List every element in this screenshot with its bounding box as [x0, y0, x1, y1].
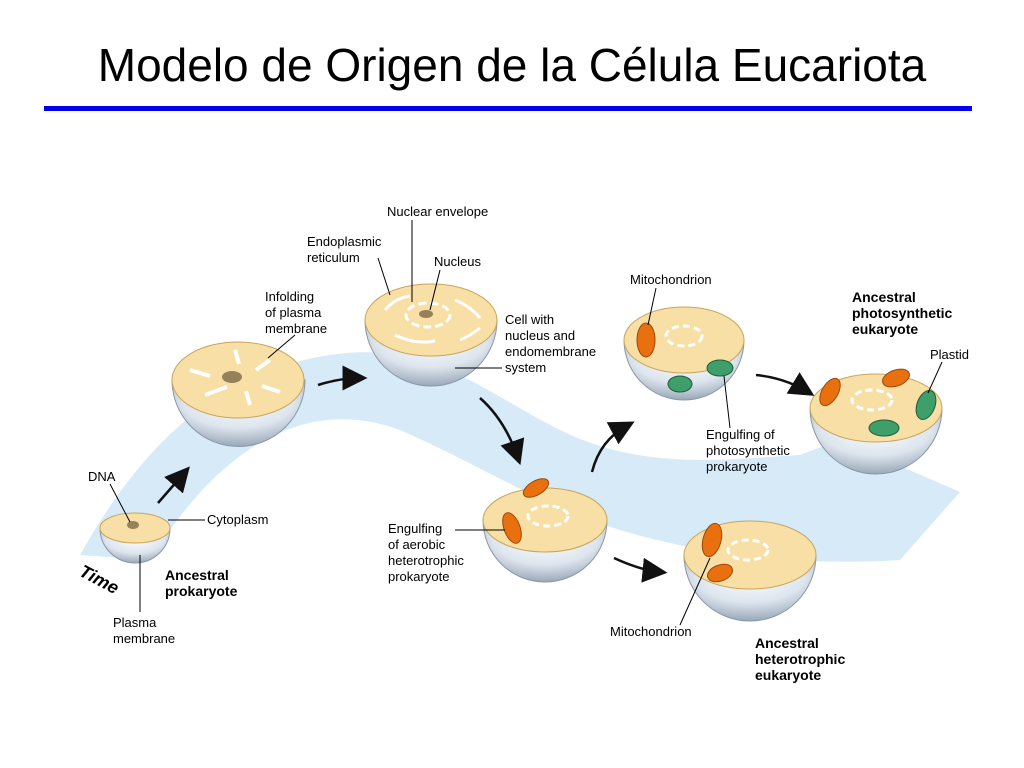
- label-cytoplasm: Cytoplasm: [207, 512, 268, 527]
- svg-text:Plasma: Plasma: [113, 615, 157, 630]
- svg-text:Endoplasmic: Endoplasmic: [307, 234, 382, 249]
- svg-text:heterotrophic: heterotrophic: [388, 553, 464, 568]
- time-label: Time: [76, 561, 122, 598]
- svg-text:Cell with: Cell with: [505, 312, 554, 327]
- label-plastid: Plastid: [930, 347, 969, 362]
- label-dna: DNA: [88, 469, 116, 484]
- infolding-cell: [171, 341, 306, 447]
- svg-text:membrane: membrane: [113, 631, 175, 646]
- label-nucleus: Nucleus: [434, 254, 481, 269]
- svg-text:reticulum: reticulum: [307, 250, 360, 265]
- label-infolding: Infolding of plasma membrane: [265, 289, 327, 336]
- svg-text:eukaryote: eukaryote: [852, 321, 918, 337]
- label-nuclear-envelope: Nuclear envelope: [387, 204, 488, 219]
- svg-text:endomembrane: endomembrane: [505, 344, 596, 359]
- svg-text:Ancestral: Ancestral: [755, 635, 819, 651]
- svg-text:membrane: membrane: [265, 321, 327, 336]
- svg-text:prokaryote: prokaryote: [165, 583, 238, 599]
- label-plasma-membrane: Plasma membrane: [113, 615, 175, 646]
- svg-text:photosynthetic: photosynthetic: [852, 305, 953, 321]
- svg-text:eukaryote: eukaryote: [755, 667, 821, 683]
- svg-text:of plasma: of plasma: [265, 305, 322, 320]
- process-arrows: [157, 365, 815, 583]
- label-cell-with-nucleus: Cell with nucleus and endomembrane syste…: [505, 312, 596, 375]
- svg-text:prokaryote: prokaryote: [706, 459, 767, 474]
- prokaryote-cell: [99, 512, 171, 564]
- label-ancestral-prokaryote: Ancestral prokaryote: [165, 567, 238, 599]
- title-underline: [44, 106, 972, 111]
- leader-lines: [109, 220, 943, 626]
- svg-text:Engulfing: Engulfing: [388, 521, 442, 536]
- svg-text:heterotrophic: heterotrophic: [755, 651, 845, 667]
- label-ancestral-heterotrophic: Ancestral heterotrophic eukaryote: [755, 635, 845, 683]
- label-engulfing-aerobic: Engulfing of aerobic heterotrophic proka…: [388, 521, 464, 584]
- engulfing-aerobic-cell: [482, 478, 608, 583]
- svg-text:Ancestral: Ancestral: [165, 567, 229, 583]
- engulfing-photosynthetic-cell: [623, 306, 745, 401]
- svg-text:system: system: [505, 360, 546, 375]
- svg-text:photosynthetic: photosynthetic: [706, 443, 790, 458]
- svg-text:Infolding: Infolding: [265, 289, 314, 304]
- label-mitochondrion-bottom: Mitochondrion: [610, 624, 692, 639]
- svg-text:Engulfing of: Engulfing of: [706, 427, 775, 442]
- svg-text:prokaryote: prokaryote: [388, 569, 449, 584]
- label-ancestral-photosynthetic: Ancestral photosynthetic eukaryote: [852, 289, 953, 337]
- label-mitochondrion-top: Mitochondrion: [630, 272, 712, 287]
- photosynthetic-eukaryote-cell: [809, 368, 943, 475]
- nucleated-cell: [364, 283, 498, 387]
- label-engulfing-photosynthetic: Engulfing of photosynthetic prokaryote: [706, 427, 790, 474]
- heterotrophic-eukaryote-cell: [683, 520, 817, 622]
- slide-title: Modelo de Origen de la Célula Eucariota: [97, 39, 927, 91]
- svg-text:of aerobic: of aerobic: [388, 537, 446, 552]
- svg-text:nucleus and: nucleus and: [505, 328, 575, 343]
- svg-text:Ancestral: Ancestral: [852, 289, 916, 305]
- label-endoplasmic-reticulum: Endoplasmic reticulum: [307, 234, 382, 265]
